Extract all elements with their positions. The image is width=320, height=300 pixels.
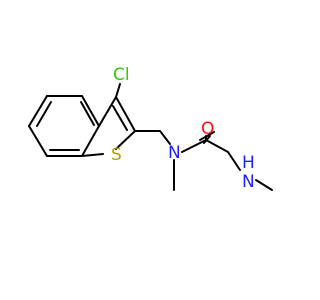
bond <box>98 96 117 127</box>
bond <box>255 179 273 191</box>
chlorine-label: Cl <box>113 65 130 85</box>
bond <box>115 130 136 150</box>
amine-nitrogen-label: N <box>242 172 255 192</box>
bond <box>81 125 100 157</box>
bond <box>159 130 171 145</box>
carbonyl-bond <box>199 131 215 141</box>
bond <box>227 151 241 171</box>
structure-drawing: Cl S N O H N <box>28 65 273 192</box>
bond <box>181 139 207 153</box>
carbonyl-double-bond-a <box>203 135 211 144</box>
bond <box>81 153 104 157</box>
bond <box>205 139 229 153</box>
double-bond-inner <box>112 105 128 131</box>
bond <box>28 95 48 127</box>
amide-nitrogen-label: N <box>168 143 181 163</box>
bond <box>115 96 136 132</box>
bond <box>115 83 121 98</box>
atom-labels: Cl S N O H N <box>111 65 255 192</box>
thiophene-ring <box>81 96 136 157</box>
double-bond-inner <box>36 101 52 127</box>
sulfur-label: S <box>111 145 122 165</box>
benzene-ring <box>28 95 100 157</box>
carbonyl-group <box>203 135 211 144</box>
bond <box>28 125 48 157</box>
double-bond-inner <box>80 101 95 126</box>
oxygen-label: O <box>201 119 214 139</box>
amine-hydrogen-label: H <box>242 153 255 173</box>
molecule-diagram: Cl S N O H N <box>28 65 273 192</box>
bond <box>81 95 100 127</box>
